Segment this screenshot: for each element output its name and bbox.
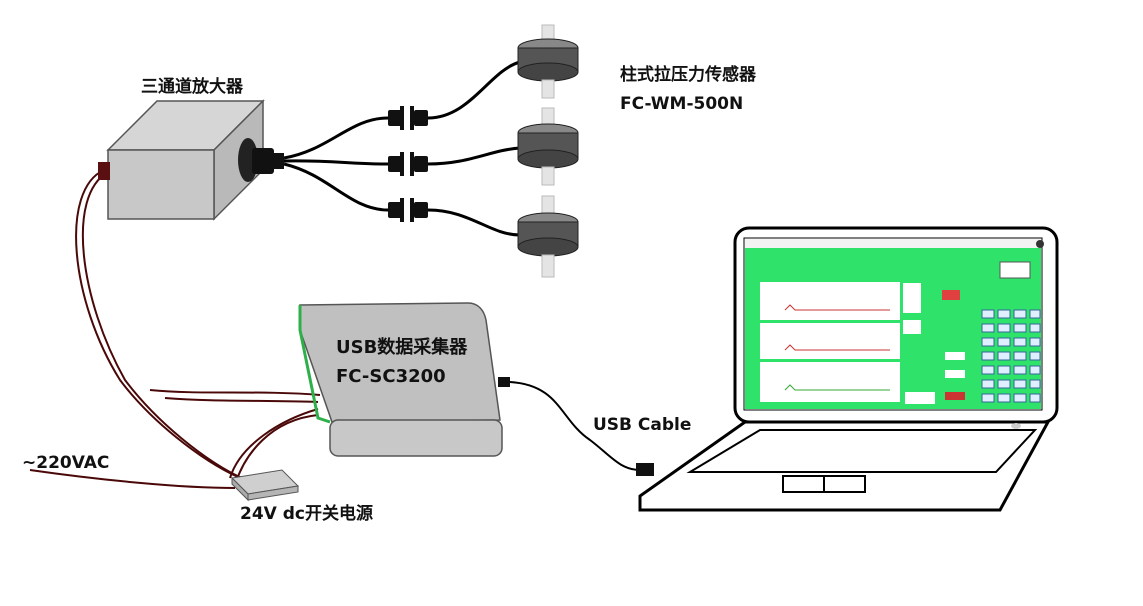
sensor-model-label: FC-WM-500N: [620, 94, 744, 114]
usb-cable: [509, 381, 654, 476]
load-cell-icon-2: [517, 107, 579, 186]
connector-1: [388, 106, 428, 130]
connector-3: [388, 198, 428, 222]
amplifier-label: 三通道放大器: [141, 77, 243, 97]
inline-connectors: [388, 106, 428, 222]
usb-cable-label: USB Cable: [593, 415, 692, 435]
power-supply-icon: [230, 469, 300, 502]
load-cell-icon-3: [517, 195, 579, 278]
sensor-name-label: 柱式拉压力传感器: [620, 65, 756, 85]
power-supply-label: 24V dc开关电源: [240, 504, 373, 524]
amplifier-box-icon: [98, 99, 265, 221]
load-cell-icon-1: [517, 24, 579, 99]
sensor-cables: [283, 60, 521, 237]
power-cables: [29, 169, 321, 489]
daq-name-label: USB数据采集器: [336, 337, 468, 358]
amplifier-connector: [252, 148, 284, 174]
keypad-grid: [981, 309, 1041, 403]
connector-2: [388, 152, 428, 176]
laptop-icon: [638, 226, 1059, 512]
usb-daq-icon: [298, 302, 510, 457]
daq-model-label: FC-SC3200: [336, 366, 446, 387]
ac-input-label: ~220VAC: [22, 453, 110, 473]
